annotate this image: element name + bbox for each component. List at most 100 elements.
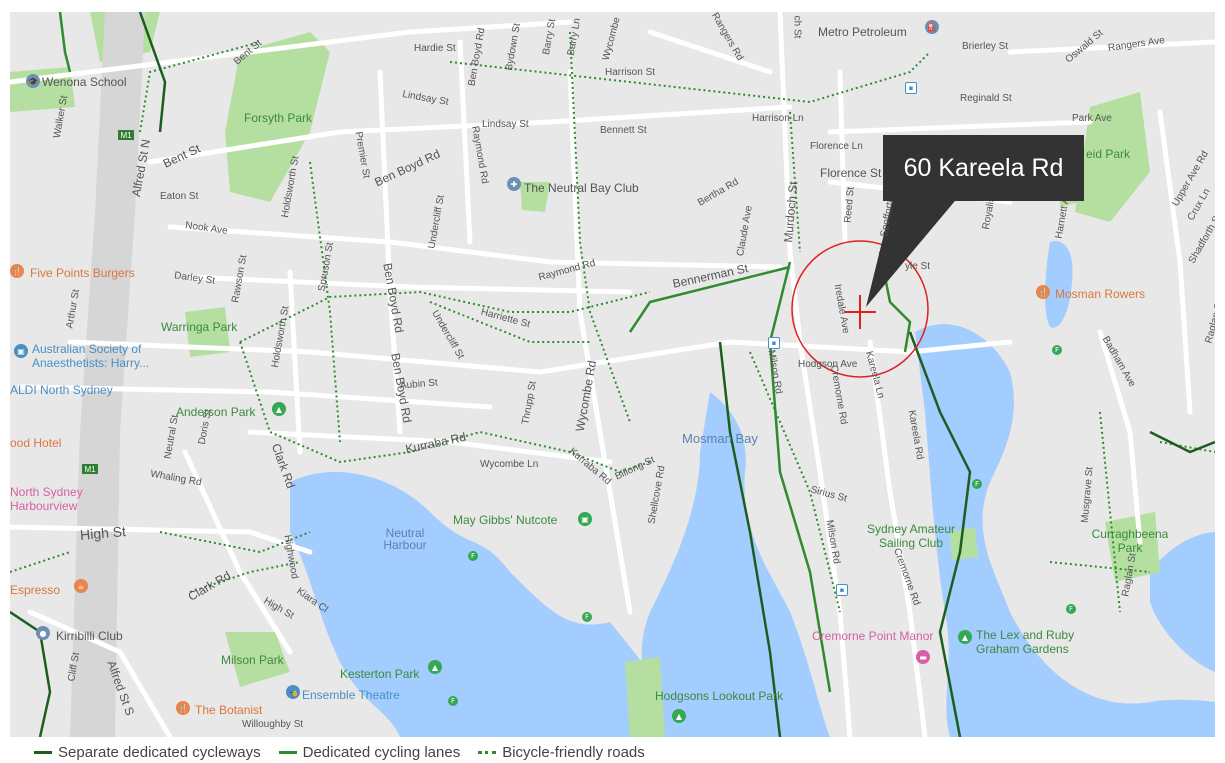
- park-dot-icon: F: [1052, 345, 1062, 355]
- poi-cremorne-point-manor[interactable]: Cremorne Point Manor: [812, 629, 934, 643]
- street-label: Hodgson Ave: [798, 359, 858, 370]
- legend-item-cycling-lanes: Dedicated cycling lanes: [278, 743, 461, 761]
- bus-stop-icon: ▪: [768, 337, 780, 349]
- museum-icon[interactable]: ▣: [578, 512, 592, 526]
- hotel-icon[interactable]: ▬: [916, 650, 930, 664]
- mosman-bay-water: [641, 392, 830, 737]
- street-label: Park Ave: [1072, 113, 1112, 124]
- poi-sydney-amateur-sailing-club[interactable]: Sydney Amateur Sailing Club: [866, 522, 956, 550]
- restaurant-icon[interactable]: 🍴: [176, 701, 190, 715]
- street-label: Florence Ln: [810, 141, 863, 152]
- harbour-bay-inlet: [1045, 241, 1073, 328]
- legend-item-bicycle-friendly: Bicycle-friendly roads: [478, 744, 645, 761]
- callout-address: 60 Kareela Rd: [903, 153, 1064, 182]
- street-label: yle St: [905, 261, 931, 272]
- poi-kirribilli-club[interactable]: Kirribilli Club: [56, 629, 123, 643]
- legend-label: Bicycle-friendly roads: [502, 743, 645, 761]
- theatre-icon[interactable]: 🎭: [286, 685, 300, 699]
- land: [10, 12, 1215, 737]
- street-label: Eaton St: [160, 191, 199, 202]
- legend-label: Dedicated cycling lanes: [302, 743, 461, 761]
- map-canvas[interactable]: Bent St Hardie St Ben Boyd Rd Bydown St …: [10, 12, 1215, 737]
- street-label: Reginald St: [960, 93, 1012, 104]
- building-icon[interactable]: ▣: [14, 344, 28, 358]
- street-label: Hardie St: [414, 43, 456, 54]
- poi-the-botanist[interactable]: The Botanist: [195, 703, 263, 717]
- restaurant-icon[interactable]: 🍴: [1036, 285, 1050, 299]
- separate-cycleways: [10, 12, 1215, 737]
- poi-ensemble-theatre[interactable]: Ensemble Theatre: [302, 688, 400, 702]
- bus-stop-icon: ▪: [905, 82, 917, 94]
- poi-aldi[interactable]: ALDI North Sydney: [10, 383, 113, 397]
- street-label: Harrison Ln: [752, 113, 804, 124]
- poi-wenona-school[interactable]: Wenona School: [42, 75, 127, 89]
- club-icon[interactable]: ✚: [507, 177, 521, 191]
- park-icon[interactable]: ▲: [272, 402, 286, 416]
- water-label-mosman-bay: Mosman Bay: [682, 431, 758, 446]
- park-icon[interactable]: ▲: [958, 630, 972, 644]
- park-dot-icon: F: [1066, 604, 1076, 614]
- street-label: Willoughby St: [242, 719, 304, 730]
- park-dot-icon: F: [582, 612, 592, 622]
- park-icon[interactable]: ▲: [428, 660, 442, 674]
- location-pin-icon[interactable]: ●: [36, 626, 50, 640]
- street-label: Bennett St: [600, 125, 647, 136]
- poi-warringa-park[interactable]: Warringa Park: [161, 320, 238, 334]
- hodgsons-park-area: [625, 657, 665, 737]
- poi-espresso[interactable]: Espresso: [10, 583, 61, 597]
- poi-hodgsons-lookout-park[interactable]: Hodgsons Lookout Park: [655, 689, 784, 703]
- harbour-east-water: [915, 324, 1215, 737]
- legend-swatch: [478, 750, 497, 754]
- restaurant-icon[interactable]: 🍴: [10, 264, 24, 278]
- poi-five-points-burgers[interactable]: Five Points Burgers: [30, 266, 135, 280]
- legend: Separate dedicated cycleways Dedicated c…: [34, 742, 645, 762]
- poi-hotel[interactable]: ood Hotel: [10, 436, 62, 450]
- poi-forsyth-park[interactable]: Forsyth Park: [244, 111, 313, 125]
- street-label: Wycombe Ln: [480, 459, 539, 470]
- water-bodies: [290, 241, 1215, 737]
- neutral-bay-water: [290, 472, 670, 737]
- water-label-neutral-harbour: Neutral Harbour: [383, 526, 427, 552]
- poi-anderson-park[interactable]: Anderson Park: [176, 405, 256, 419]
- location-circle: [791, 240, 929, 378]
- highway-shield: M1: [118, 130, 134, 140]
- poi-north-sydney-harbourview[interactable]: North Sydney Harbourview: [10, 485, 83, 513]
- warringa-park-area: [185, 307, 230, 357]
- poi-australian-society[interactable]: Australian Society of Anaesthetists: Har…: [32, 342, 150, 370]
- poi-kesterton-park[interactable]: Kesterton Park: [340, 667, 420, 681]
- street-label: Florence St: [820, 166, 882, 180]
- callout-pointer: [866, 189, 965, 307]
- bus-stop-icon: ▪: [836, 584, 848, 596]
- curraghbeena-area: [1105, 512, 1160, 582]
- poi-mosman-rowers[interactable]: Mosman Rowers: [1055, 287, 1146, 301]
- legend-item-separate-cycleways: Separate dedicated cycleways: [34, 744, 261, 761]
- park-icon[interactable]: ▲: [672, 709, 686, 723]
- poi-milson-park[interactable]: Milson Park: [221, 653, 284, 667]
- street-label: ch St: [791, 15, 803, 39]
- highway-band: [70, 12, 145, 737]
- park-dot-icon: F: [972, 479, 982, 489]
- street-label: Harrison St: [605, 67, 656, 78]
- poi-may-gibbs-nutcote[interactable]: May Gibbs' Nutcote: [453, 513, 558, 527]
- cafe-icon[interactable]: ☕: [74, 579, 88, 593]
- poi-curraghbeena-park[interactable]: Curraghbeena Park: [1091, 527, 1169, 555]
- poi-neutral-bay-club[interactable]: The Neutral Bay Club: [524, 181, 639, 195]
- park-dot-icon: F: [448, 696, 458, 706]
- legend-label: Separate dedicated cycleways: [58, 743, 261, 761]
- bicycle-friendly-routes: [10, 31, 1215, 613]
- street-label: Brierley St: [962, 41, 1009, 52]
- harbour-far-east: [1150, 532, 1215, 672]
- fuel-icon[interactable]: ⛽: [925, 20, 939, 34]
- poi-lex-ruby-graham-gardens[interactable]: The Lex and Ruby Graham Gardens: [976, 628, 1075, 656]
- reid-park-area: [1075, 92, 1150, 222]
- poi-reid-park[interactable]: eid Park: [1086, 147, 1131, 161]
- address-callout: 60 Kareela Rd: [883, 135, 1084, 201]
- street-label: High St: [79, 523, 127, 543]
- legend-swatch: [278, 750, 297, 754]
- legend-swatch: [34, 750, 52, 754]
- sailing-green: [950, 527, 978, 560]
- highway-shield: M1: [82, 464, 98, 474]
- school-icon[interactable]: 🎓: [26, 74, 40, 88]
- poi-metro-petroleum[interactable]: Metro Petroleum: [818, 25, 907, 39]
- roads: [10, 12, 1215, 737]
